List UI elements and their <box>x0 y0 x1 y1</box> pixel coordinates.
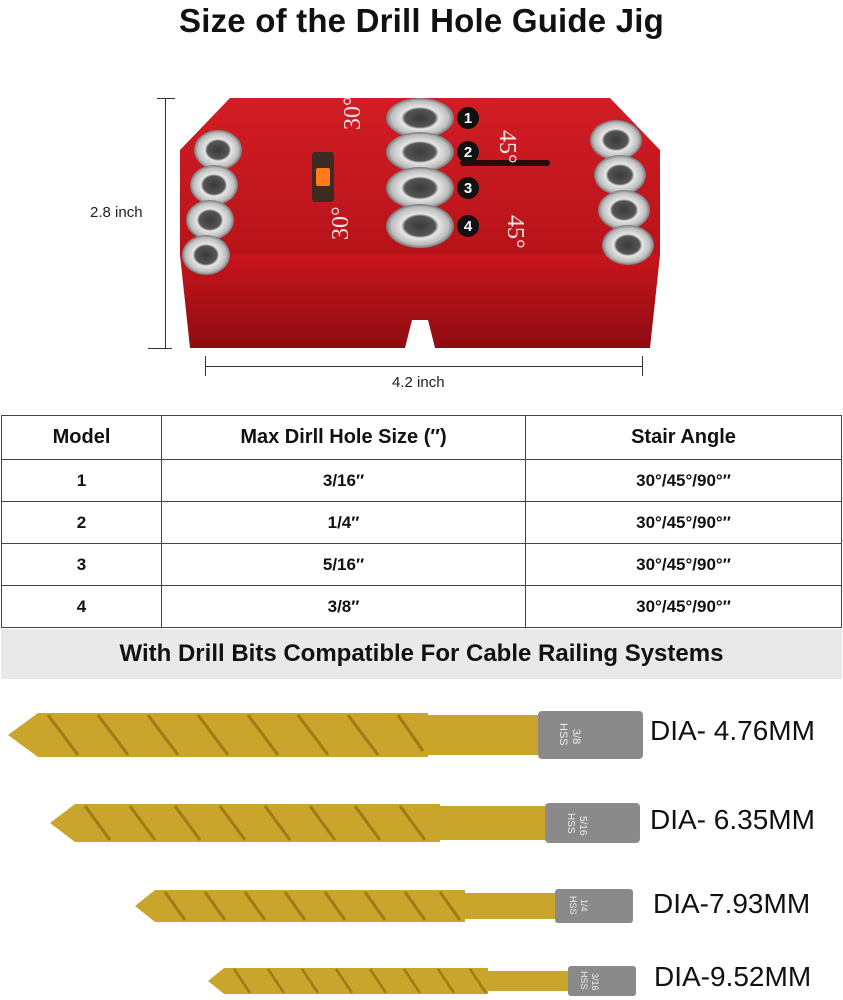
width-dimension-label: 4.2 inch <box>392 374 445 391</box>
drill-guide-jig: 1 2 3 4 30° 30° 45° 45° <box>180 96 660 348</box>
angle-label-30-top: 30° <box>340 96 366 130</box>
spec-table: Model Max Dirll Hole Size (″) Stair Angl… <box>1 415 842 628</box>
width-dimension-tick-left <box>205 356 206 376</box>
cell-stair-angle: 30°/45°/90°″ <box>525 585 842 628</box>
hole-number-4: 4 <box>464 218 473 235</box>
page-title: Size of the Drill Hole Guide Jig <box>179 2 664 39</box>
cell-model: 3 <box>1 543 162 586</box>
drill-bit-2-label: DIA- 6.35MM <box>650 804 815 835</box>
svg-text:HSS: HSS <box>579 971 589 990</box>
jig-notch <box>405 320 435 348</box>
cell-model: 1 <box>1 459 162 502</box>
angle-label-45-bottom: 45° <box>502 215 528 249</box>
cell-hole-size: 5/16″ <box>161 543 526 586</box>
angle-label-30-bottom: 30° <box>328 206 354 240</box>
svg-text:5/16: 5/16 <box>577 816 588 836</box>
drill-bit-4-image: 3/16 HSS <box>208 966 636 996</box>
hole-number-1: 1 <box>464 110 472 127</box>
height-dimension-label: 2.8 inch <box>90 204 143 221</box>
jig-front-face <box>180 255 660 348</box>
compatibility-banner: With Drill Bits Compatible For Cable Rai… <box>1 629 842 679</box>
table-row: 2 1/4″ 30°/45°/90°″ <box>1 501 842 544</box>
svg-text:HSS: HSS <box>568 896 578 915</box>
table-row: 1 3/16″ 30°/45°/90°″ <box>1 459 842 502</box>
cell-model: 2 <box>1 501 162 544</box>
drill-bit-1: 3/8 HSS DIA- 4.76MM <box>8 705 843 765</box>
drill-bit-4: 3/16 HSS DIA-9.52MM <box>208 961 843 999</box>
table-row: 4 3/8″ 30°/45°/90°″ <box>1 585 842 628</box>
height-dimension-tick-top <box>157 98 175 99</box>
table-header-row: Model Max Dirll Hole Size (″) Stair Angl… <box>1 415 842 460</box>
product-figure: 2.8 inch 4.2 inch <box>0 80 843 400</box>
header-model: Model <box>1 415 162 460</box>
center-slot <box>460 160 550 166</box>
center-bushings <box>386 98 454 248</box>
drill-bit-4-label: DIA-9.52MM <box>654 961 812 992</box>
svg-text:3/8: 3/8 <box>570 729 582 744</box>
drill-bit-1-image: 3/8 HSS <box>8 711 643 759</box>
hole-number-3: 3 <box>464 180 472 197</box>
svg-text:HSS: HSS <box>565 813 576 834</box>
drill-bit-2: 5/16 HSS DIA- 6.35MM <box>50 798 843 848</box>
cell-hole-size: 3/16″ <box>161 459 526 502</box>
right-bushings <box>590 120 654 265</box>
cell-hole-size: 1/4″ <box>161 501 526 544</box>
cell-stair-angle: 30°/45°/90°″ <box>525 543 842 586</box>
svg-text:1/4: 1/4 <box>579 899 589 912</box>
header-stair-angle: Stair Angle <box>525 415 842 460</box>
height-dimension-line <box>165 98 166 348</box>
table-row: 3 5/16″ 30°/45°/90°″ <box>1 543 842 586</box>
left-bushings <box>182 130 242 275</box>
drill-bit-2-image: 5/16 HSS <box>50 803 640 843</box>
cell-stair-angle: 30°/45°/90°″ <box>525 501 842 544</box>
cell-hole-size: 3/8″ <box>161 585 526 628</box>
svg-text:HSS: HSS <box>557 723 569 746</box>
hole-number-2: 2 <box>464 144 472 161</box>
drill-bit-3-label: DIA-7.93MM <box>653 888 811 919</box>
drill-bit-3-image: 1/4 HSS <box>135 889 633 923</box>
drill-bit-3: 1/4 HSS DIA-7.93MM <box>135 885 843 927</box>
width-dimension-tick-right <box>642 356 643 376</box>
header-max-hole-size: Max Dirll Hole Size (″) <box>161 415 526 460</box>
width-dimension-line <box>205 366 642 367</box>
cell-stair-angle: 30°/45°/90°″ <box>525 459 842 502</box>
height-dimension-tick-bottom <box>148 348 172 349</box>
cell-model: 4 <box>1 585 162 628</box>
hole-number-badges: 1 2 3 4 <box>457 107 479 237</box>
drill-bit-1-label: DIA- 4.76MM <box>650 715 815 746</box>
svg-text:3/16: 3/16 <box>590 973 600 991</box>
angle-label-45-top: 45° <box>494 130 520 164</box>
